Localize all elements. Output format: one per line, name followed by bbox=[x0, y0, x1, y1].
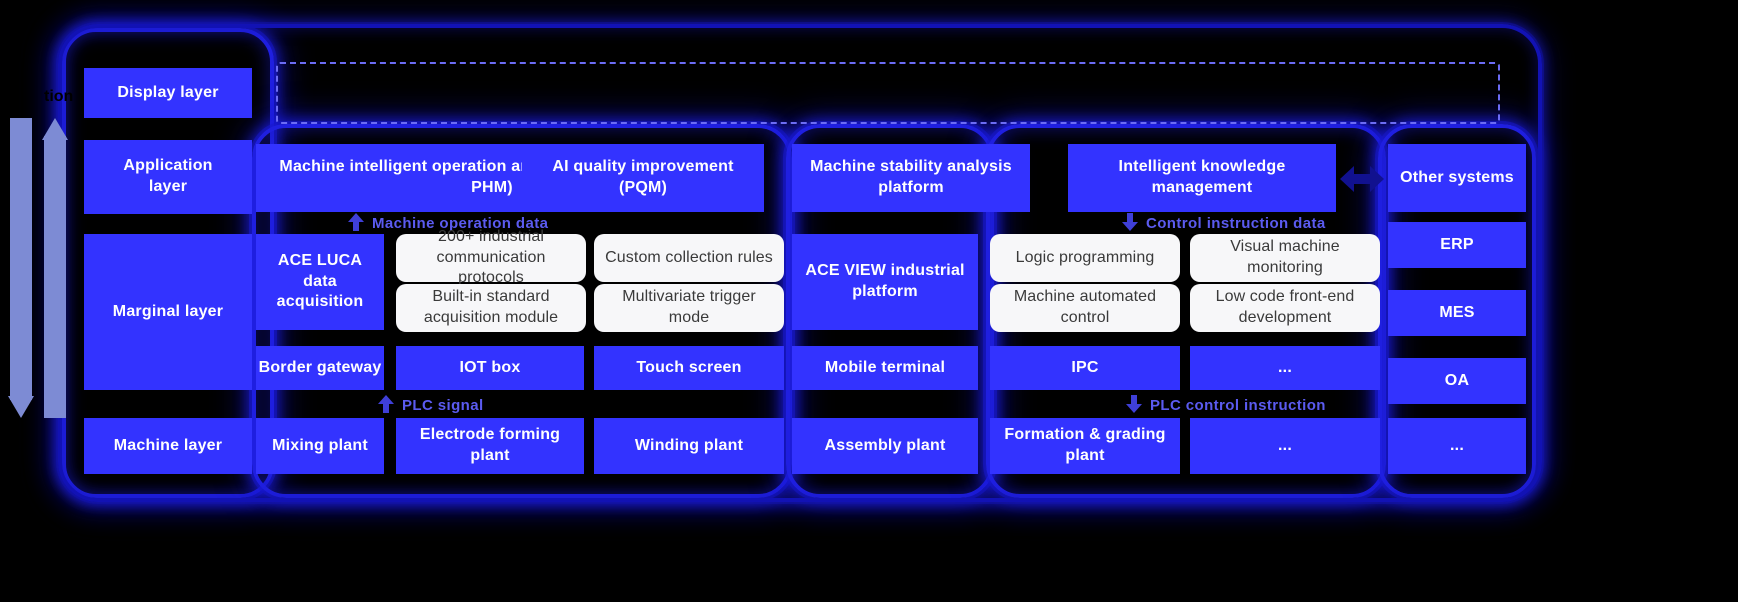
capability-automated-control[interactable]: Machine automated control bbox=[990, 284, 1180, 332]
layer-label-application: Application layer bbox=[84, 140, 252, 214]
flow-control-instruction-data: Control instruction data bbox=[1122, 213, 1326, 234]
flow-machine-operation-data: Machine operation data bbox=[348, 213, 548, 234]
device-iot-box[interactable]: IOT box bbox=[396, 346, 584, 390]
device-more[interactable]: ... bbox=[1190, 346, 1380, 390]
layer-label-display: Display layer bbox=[84, 68, 252, 118]
up-arrow-icon bbox=[348, 213, 364, 234]
app-card-knowledge[interactable]: Intelligent knowledge management bbox=[1068, 144, 1336, 212]
up-arrow-icon bbox=[378, 395, 394, 416]
system-oa[interactable]: OA bbox=[1388, 358, 1526, 404]
plant-mixing[interactable]: Mixing plant bbox=[256, 418, 384, 474]
flow-label-text: Machine operation data bbox=[372, 215, 549, 232]
plant-electrode-forming[interactable]: Electrode forming plant bbox=[396, 418, 584, 474]
plant-more-systems[interactable]: ... bbox=[1388, 418, 1526, 474]
system-other-systems[interactable]: Other systems bbox=[1388, 144, 1526, 212]
plant-more[interactable]: ... bbox=[1190, 418, 1380, 474]
upstream-arrow-up bbox=[42, 118, 68, 418]
platform-ace-luca[interactable]: ACE LUCA data acquisition bbox=[256, 234, 384, 330]
capability-standard-module[interactable]: Built-in standard acquisition module bbox=[396, 284, 586, 332]
down-arrow-icon bbox=[1126, 395, 1142, 416]
layer-label-machine: Machine layer bbox=[84, 418, 252, 474]
device-ipc[interactable]: IPC bbox=[990, 346, 1180, 390]
flow-plc-control-instruction: PLC control instruction bbox=[1126, 395, 1326, 416]
capability-visual-monitoring[interactable]: Visual machine monitoring bbox=[1190, 234, 1380, 282]
app-card-stability[interactable]: Machine stability analysis platform bbox=[792, 144, 1030, 212]
downstream-arrow-down bbox=[8, 118, 34, 418]
device-touch-screen[interactable]: Touch screen bbox=[594, 346, 784, 390]
capability-low-code[interactable]: Low code front-end development bbox=[1190, 284, 1380, 332]
flow-label-text: PLC signal bbox=[402, 397, 484, 414]
platform-ace-view[interactable]: ACE VIEW industrial platform bbox=[792, 234, 978, 330]
capability-trigger-mode[interactable]: Multivariate trigger mode bbox=[594, 284, 784, 332]
system-mes[interactable]: MES bbox=[1388, 290, 1526, 336]
down-arrow-icon bbox=[1122, 213, 1138, 234]
plant-winding[interactable]: Winding plant bbox=[594, 418, 784, 474]
plant-formation-grading[interactable]: Formation & grading plant bbox=[990, 418, 1180, 474]
layer-label-marginal: Marginal layer bbox=[84, 234, 252, 390]
device-border-gateway[interactable]: Border gateway bbox=[256, 346, 384, 390]
flow-label-text: Control instruction data bbox=[1146, 215, 1326, 232]
system-erp[interactable]: ERP bbox=[1388, 222, 1526, 268]
device-mobile-terminal[interactable]: Mobile terminal bbox=[792, 346, 978, 390]
bidirectional-arrow-systems bbox=[1340, 162, 1384, 196]
flow-label-text: PLC control instruction bbox=[1150, 397, 1326, 414]
capability-protocols[interactable]: 200+ industrial communication protocols bbox=[396, 228, 586, 286]
flow-plc-signal: PLC signal bbox=[378, 395, 484, 416]
app-card-pqm[interactable]: AI quality improvement (PQM) bbox=[522, 144, 764, 212]
capability-logic-programming[interactable]: Logic programming bbox=[990, 234, 1180, 282]
clipped-left-label: tion bbox=[44, 88, 74, 105]
plant-assembly[interactable]: Assembly plant bbox=[792, 418, 978, 474]
display-layer-dashed-region bbox=[276, 62, 1500, 124]
capability-collection-rules[interactable]: Custom collection rules bbox=[594, 234, 784, 282]
